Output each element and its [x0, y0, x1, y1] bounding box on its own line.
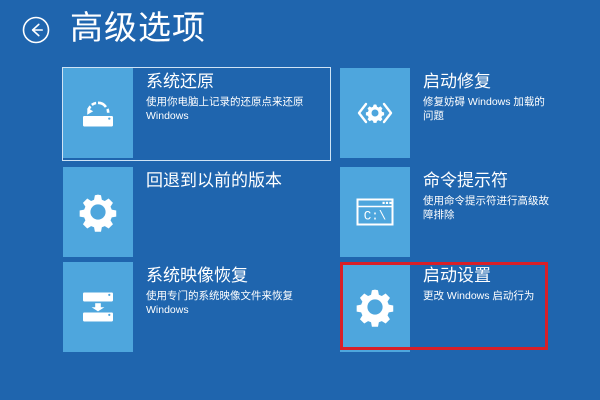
option-tile-go-back-previous-version[interactable]: 回退到以前的版本: [63, 167, 330, 259]
gear-icon: [340, 262, 410, 352]
option-description: 修复妨碍 Windows 加载的问题: [423, 96, 545, 122]
option-title: 系统映像恢复: [146, 266, 248, 285]
option-description: 使用命令提示符进行高级故障排除: [423, 195, 549, 221]
option-tile-startup-repair[interactable]: 启动修复 修复妨碍 Windows 加载的问题: [340, 68, 550, 160]
option-text: 系统还原 使用你电脑上记录的还原点来还原 Windows: [133, 68, 330, 123]
option-title: 命令提示符: [423, 171, 508, 190]
option-description: 使用专门的系统映像文件来恢复 Windows: [146, 290, 293, 316]
system-restore-icon: [63, 68, 133, 158]
options-grid: 系统还原 使用你电脑上记录的还原点来还原 Windows 启动修复 修复妨碍 W…: [0, 62, 600, 400]
option-text: 启动设置 更改 Windows 启动行为: [410, 262, 550, 303]
command-prompt-icon: C:\: [340, 167, 410, 257]
system-image-recovery-icon: [63, 262, 133, 352]
option-tile-system-image-recovery[interactable]: 系统映像恢复 使用专门的系统映像文件来恢复 Windows: [63, 262, 330, 354]
startup-repair-gear-brackets-icon: [340, 68, 410, 158]
option-title: 启动修复: [423, 72, 491, 91]
option-text: 命令提示符 使用命令提示符进行高级故障排除: [410, 167, 550, 222]
page-title: 高级选项: [70, 9, 206, 46]
gear-icon: [63, 167, 133, 257]
option-title: 启动设置: [423, 266, 491, 285]
option-tile-command-prompt[interactable]: C:\ 命令提示符 使用命令提示符进行高级故障排除: [340, 167, 550, 259]
page-header: 高级选项: [0, 0, 600, 62]
option-tile-startup-settings[interactable]: 启动设置 更改 Windows 启动行为: [340, 262, 550, 354]
option-text: 系统映像恢复 使用专门的系统映像文件来恢复 Windows: [133, 262, 330, 317]
back-arrow-circle-icon[interactable]: [21, 15, 51, 45]
option-description: 使用你电脑上记录的还原点来还原 Windows: [146, 96, 304, 122]
svg-text:C:\: C:\: [364, 210, 387, 224]
option-title: 系统还原: [146, 72, 214, 91]
option-text: 启动修复 修复妨碍 Windows 加载的问题: [410, 68, 550, 123]
option-tile-system-restore[interactable]: 系统还原 使用你电脑上记录的还原点来还原 Windows: [62, 67, 331, 161]
option-title: 回退到以前的版本: [146, 171, 282, 190]
option-text: 回退到以前的版本: [133, 167, 330, 192]
option-description: 更改 Windows 启动行为: [423, 290, 535, 302]
